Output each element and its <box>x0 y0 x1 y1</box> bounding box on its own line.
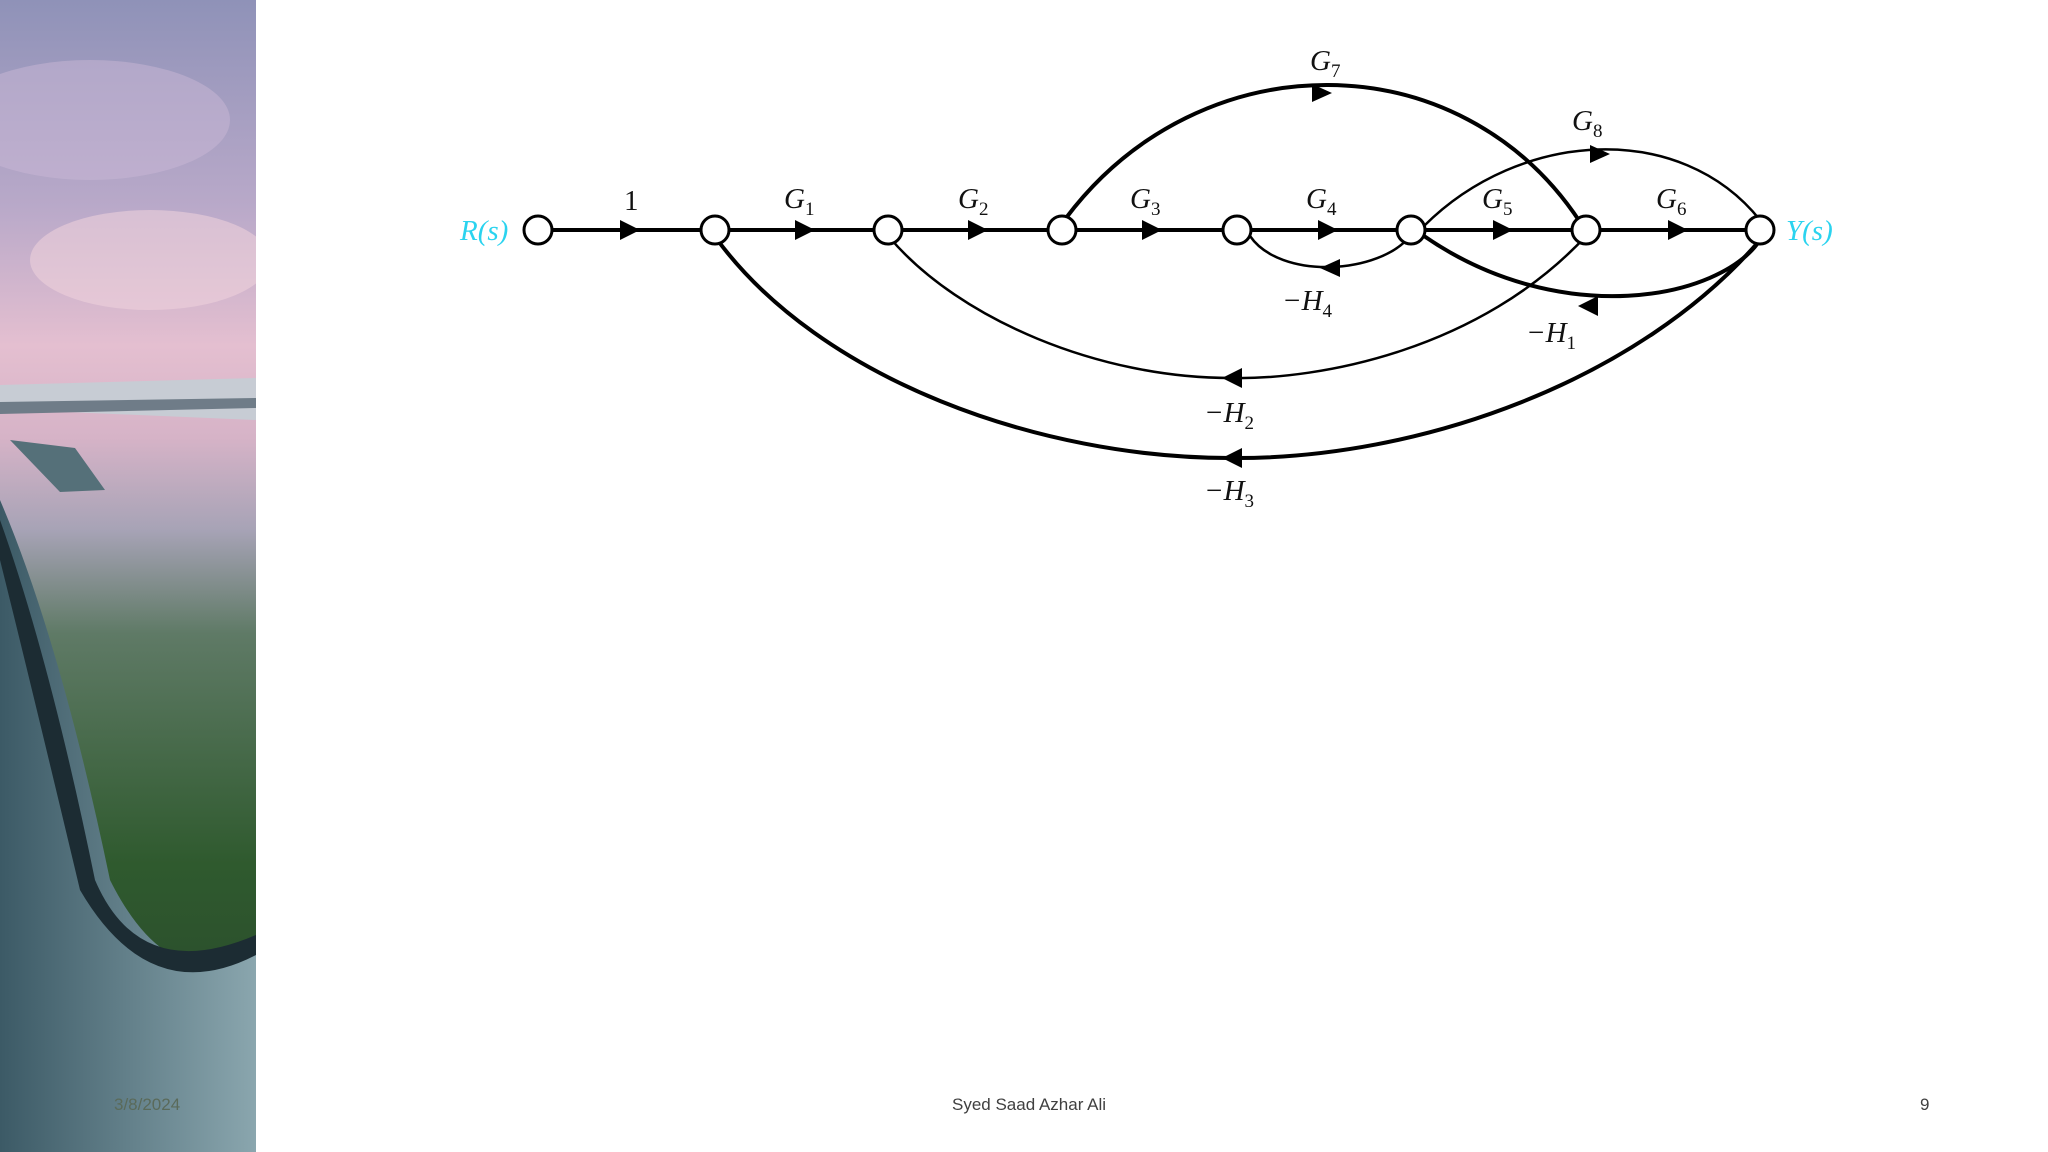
arrow-g7 <box>1312 84 1332 102</box>
arrow-g2 <box>968 220 988 240</box>
input-label: R(s) <box>459 215 508 247</box>
node-6 <box>1570 214 1602 246</box>
edge-h1 <box>1422 234 1762 299</box>
arrow-g8 <box>1590 145 1610 163</box>
nodes <box>522 214 1776 246</box>
label-g2: G2 <box>958 183 988 220</box>
label-h3: −H3 <box>1204 475 1254 512</box>
label-g5: G5 <box>1482 183 1512 220</box>
label-h1: −H1 <box>1526 317 1576 354</box>
label-g1: G1 <box>784 183 814 220</box>
label-g4: G4 <box>1306 183 1337 220</box>
label-g7: G7 <box>1310 45 1340 82</box>
footer-date: 3/8/2024 <box>114 1095 181 1114</box>
node-1 <box>699 214 731 246</box>
edge-h2 <box>889 235 1587 380</box>
arrow-g1 <box>795 220 815 240</box>
arrow-g6 <box>1668 220 1688 240</box>
arrow-g4 <box>1318 220 1338 240</box>
forward-arrows <box>620 220 1688 240</box>
node-5 <box>1395 214 1427 246</box>
edge-g7 <box>1064 83 1582 224</box>
arrow-h2 <box>1222 368 1242 388</box>
footer-author: Syed Saad Azhar Ali <box>952 1095 1107 1114</box>
label-g6: G6 <box>1656 183 1686 220</box>
arrow-h4 <box>1320 259 1340 277</box>
label-h2: −H2 <box>1204 397 1254 434</box>
label-1: 1 <box>624 185 639 217</box>
output-label: Y(s) <box>1786 215 1833 247</box>
label-g3: G3 <box>1130 183 1160 220</box>
node-4 <box>1221 214 1253 246</box>
edge-h4 <box>1248 234 1412 269</box>
arrow-1 <box>620 220 640 240</box>
arrow-g5 <box>1493 220 1513 240</box>
arrow-g3 <box>1142 220 1162 240</box>
node-y <box>1744 214 1776 246</box>
label-g8: G8 <box>1572 105 1602 142</box>
side-photo <box>0 0 256 1152</box>
arrow-h3 <box>1222 448 1242 468</box>
node-r <box>522 214 554 246</box>
label-h4: −H4 <box>1282 285 1333 322</box>
node-2 <box>872 214 904 246</box>
arrow-h1 <box>1578 296 1598 316</box>
footer-page: 9 <box>1920 1095 1930 1114</box>
node-3 <box>1046 214 1078 246</box>
